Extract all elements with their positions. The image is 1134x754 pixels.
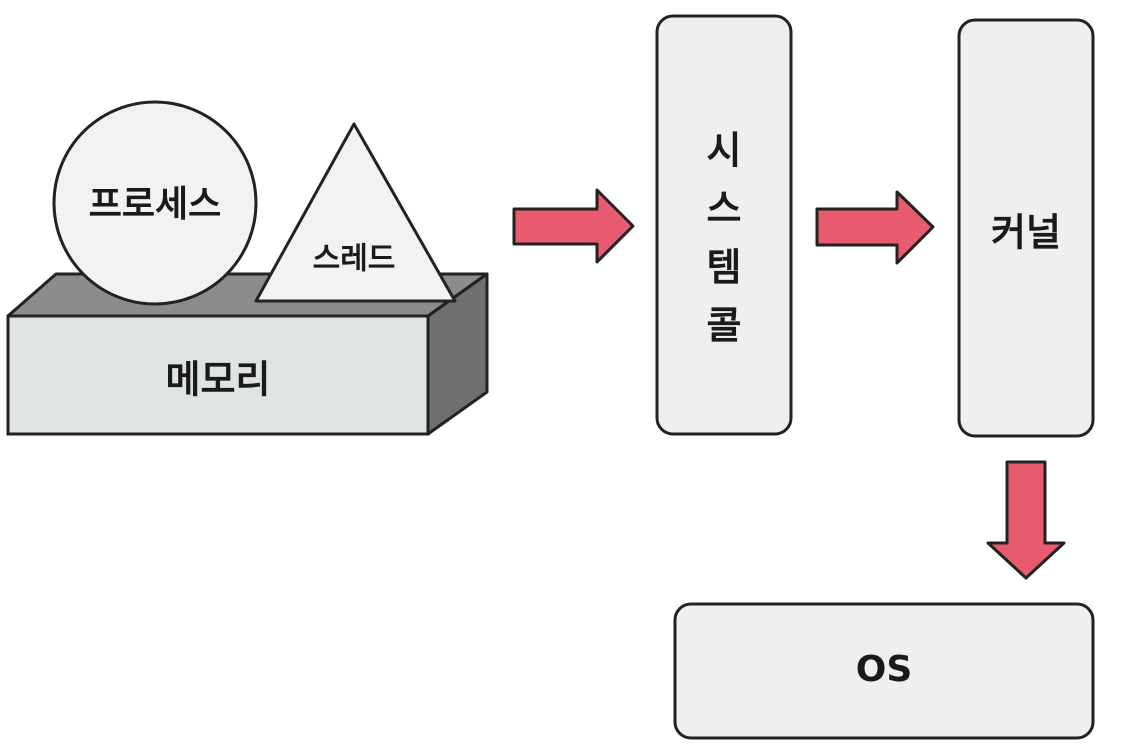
process-circle: 프로세스	[52, 100, 258, 306]
thread-triangle: 스레드	[254, 122, 457, 303]
thread-triangle-shape	[254, 122, 457, 303]
kernel-box: 커널	[957, 18, 1095, 438]
system-call-box-shape	[655, 14, 793, 436]
arrow-down-icon	[986, 460, 1066, 580]
process-label: 프로세스	[89, 184, 221, 225]
system-call-char-1: 시	[707, 129, 742, 173]
system-call-box: 시 스 템 콜	[655, 14, 793, 436]
memory-label: 메모리	[166, 358, 271, 402]
os-box: OS	[673, 602, 1095, 740]
memory-block-front-face	[6, 314, 430, 436]
os-label: OS	[856, 649, 913, 690]
arrow-right-icon	[815, 190, 935, 265]
os-box-shape	[673, 602, 1095, 740]
system-call-char-4: 콜	[707, 304, 742, 348]
arrow-right-icon	[512, 188, 635, 264]
thread-label: 스레드	[313, 242, 396, 277]
system-call-char-2: 스	[707, 187, 742, 231]
system-call-char-3: 템	[707, 246, 742, 290]
kernel-box-shape	[957, 18, 1095, 438]
process-circle-shape	[52, 100, 258, 306]
kernel-label: 커널	[991, 211, 1061, 255]
